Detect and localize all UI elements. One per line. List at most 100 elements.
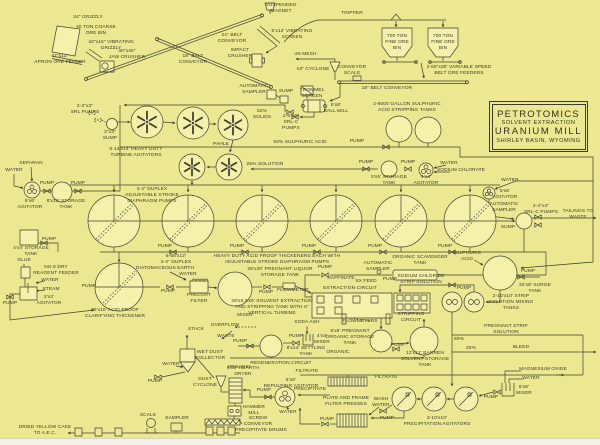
equipment-label: 8'x8' PREGNANT ORGANIC STORAGE TANK (325, 329, 375, 346)
hammer-mill-icon (228, 406, 241, 419)
equipment-label: PUMP (258, 290, 274, 296)
sampler-icon (377, 270, 381, 274)
equipment-label: WATER (501, 178, 519, 184)
equipment-label: 8'x10' STORAGE TANK (46, 199, 86, 210)
coarse-ore-bin (52, 26, 80, 56)
equipment-label: PUMP (70, 181, 86, 187)
dust-cyclone-icon (216, 376, 229, 392)
equipment-label: SODA ASH (294, 320, 320, 326)
equipment-label: WATER (522, 376, 540, 382)
equipment-label: PREGNANT STRIP SOLUTION (484, 324, 528, 335)
equipment-label: WATER (440, 161, 458, 167)
raffinate-line (305, 270, 546, 297)
equipment-label: SUMP (500, 225, 516, 231)
mill-discharge-pumps (123, 103, 314, 120)
strip-solution-line (398, 282, 484, 312)
equipment-label: WET DUST COLLECTOR (194, 350, 226, 361)
equipment-label: HAMMER MILL (242, 405, 266, 416)
equipment-label: 6'x6' REPULPING AGITATOR (263, 378, 319, 389)
equipment-label: PUMP (81, 284, 97, 290)
equipment-label: 4'x4' AGITATOR (413, 175, 439, 186)
vibrating-grizzly (86, 49, 102, 61)
mgo-mixer (478, 371, 523, 397)
equipment-label: SUSPENDED MAGNET (265, 3, 297, 14)
equipment-label: SEPARAN (19, 161, 43, 167)
repulping-agitator (242, 387, 330, 410)
equipment-label: 20'x10' ACID PROOF CLARIFYING THICKENER (84, 308, 146, 319)
mill-sump (107, 119, 131, 130)
paper-margin (0, 438, 600, 445)
equipment-label: BLEED (512, 345, 530, 351)
equipment-label: 25% SOLUTION (246, 162, 284, 168)
equipment-label: 2-4"x4" SRL-C PUMPS (523, 204, 559, 215)
equipment-label: OVERFLOW (210, 323, 240, 329)
hearth-dryer-icon (229, 378, 242, 406)
equipment-label: MIXER (237, 313, 253, 319)
equipment-label: NO.6 DRY REAGENT FEEDER (33, 265, 79, 276)
mill-sampler (267, 90, 288, 103)
equipment-label: PUMP (379, 416, 395, 422)
equipment-label: 5-14'x14' HEAVY DUTY TURBINE AGITATORS (109, 147, 163, 158)
equipment-label: 700 TON FINE ORE BIN (431, 34, 455, 51)
equipment-label: REGENERATION CIRCUIT (250, 361, 312, 367)
equipment-label: PUMP (147, 379, 163, 385)
glue-group (6, 230, 95, 320)
pregnant-strip-lines (300, 312, 597, 387)
equipment-label: ORGANIC (326, 350, 350, 356)
equipment-label: STRIPPING CIRCUIT (397, 312, 425, 323)
equipment-label: 4'x4' MIXER (314, 334, 330, 345)
equipment-label: PLATE AND FRAME FILTER PRESSES (323, 396, 369, 407)
equipment-label: ORGANIC (227, 365, 251, 371)
equipment-label: 6'x6' MIXER (516, 385, 532, 396)
settling-tank (260, 335, 282, 357)
tripper-icon (391, 14, 401, 20)
equipment-label: TAILINGS TO WASTE (562, 209, 594, 220)
equipment-label: PUMP (520, 269, 536, 275)
soda-ash-mixer (303, 334, 313, 345)
equipment-label: 42"x12" APRON ORE FEEDER (34, 54, 86, 65)
equipment-label: 52% SOLIDS (252, 109, 272, 120)
clarifying-thickener (95, 263, 143, 311)
sulphuric-acid-line (120, 116, 593, 270)
equipment-label: 28'x8.2'x6' SOLVENT EXTRACTION AND STRIP… (231, 299, 313, 316)
process-name: SOLVENT EXTRACTION (501, 120, 576, 127)
fine-ore-bin-2 (428, 28, 458, 57)
equipment-label: 700 TON FINE ORE BIN (385, 34, 409, 51)
fine-ore-bin-1 (382, 28, 412, 57)
equipment-label: 6-50'x12' 2-4" DUPLEX (160, 254, 192, 265)
equipment-label: PUMP (437, 244, 453, 250)
equipment-label: 6'x6' AGITATOR (17, 199, 43, 210)
equipment-label: FILTRATE (374, 375, 398, 381)
equipment-label: PUMP (2, 301, 18, 307)
equipment-label: STACK (187, 327, 205, 333)
equipment-label: PAHLE (213, 142, 229, 148)
scale-icon (144, 419, 158, 434)
conveyor-scale-icon (353, 76, 361, 81)
equipment-label: GLUE (17, 258, 31, 264)
equipment-label: IMPACT CRUSHER (227, 48, 253, 59)
equipment-label: 5'x12' VIBRATING SCREEN (271, 29, 313, 40)
right-water-agitator (483, 181, 593, 221)
equipment-label: PRECOAT FILTER (187, 293, 211, 304)
equipment-label: WASTE (217, 334, 235, 340)
equipment-label: WASH WATER (372, 397, 390, 408)
equipment-label: SCALE (139, 413, 157, 419)
equipment-label: PUMP (288, 334, 304, 340)
regeneration-circuit (221, 325, 424, 358)
suspended-magnet-icon (265, 3, 275, 14)
equipment-label: ORGANIC SCAVENGER TANK (392, 255, 448, 266)
equipment-label: -28 MESH (293, 52, 317, 58)
equipment-label: PUMP (39, 181, 55, 187)
equipment-label: 18" BELT CONVEYOR (178, 54, 208, 65)
turbine-agitators (131, 106, 248, 186)
equipment-label: 2-60"x30' VARIABLE SPEED BELT ORE FEEDER… (426, 65, 492, 76)
equipment-label: PUMP (456, 286, 472, 292)
equipment-label: WATER (279, 410, 297, 416)
equipment-label: 5'x5' AGITATOR (492, 189, 518, 200)
equipment-label: WATER (179, 272, 197, 278)
cyclone-icon (295, 57, 340, 80)
equipment-label: AUTOMATIC SAMPLER (239, 84, 269, 95)
equipment-label: 20% (466, 346, 476, 352)
